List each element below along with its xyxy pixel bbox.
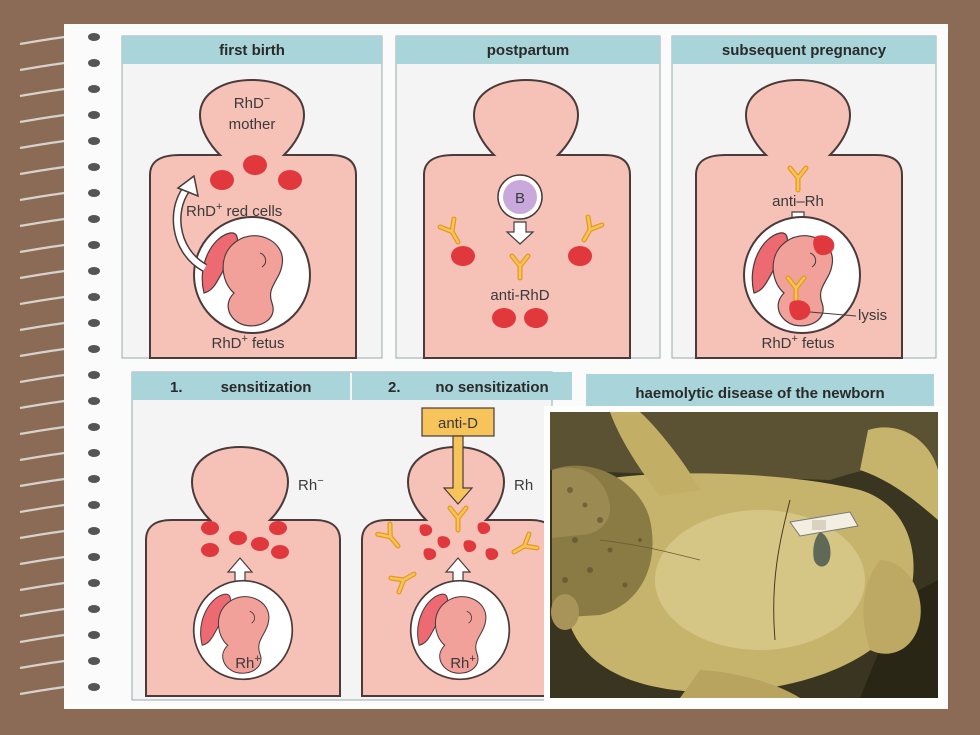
fetus-sign: + (254, 653, 260, 665)
red-cell (451, 246, 475, 266)
panel-header (122, 36, 382, 64)
mother-label: Rh (514, 477, 533, 494)
cells-sign: + (216, 201, 222, 213)
lysis-label: lysis (858, 307, 887, 324)
mother-body (423, 78, 631, 359)
panel-title: subsequent pregnancy (722, 42, 887, 59)
panel-first-birth: first birth RhD− mother RhD+red cells Rh… (121, 35, 383, 359)
binding-holes (88, 33, 100, 691)
panel-header (672, 36, 936, 64)
mother-label: Rh (298, 477, 317, 494)
svg-text:RhD+fetus: RhD+ fetus (762, 333, 835, 352)
antibody-label: anti–Rh (772, 193, 824, 210)
panel-subsequent-pregnancy: subsequent pregnancy anti–Rh lysis RhD+ f… (671, 35, 937, 359)
panel-postpartum: postpartum B anti-RhD (395, 35, 661, 359)
newborn-photo (544, 406, 944, 704)
fetus-label: RhD (212, 335, 242, 352)
panel-header (586, 374, 934, 408)
antibody-label: anti-RhD (490, 287, 549, 304)
panel-header (352, 372, 572, 400)
red-cell (243, 155, 267, 175)
anti-d-box (421, 407, 495, 437)
red-cell (271, 545, 289, 559)
red-cell (524, 308, 548, 328)
fetus-word: fetus (252, 335, 285, 352)
mother-label: RhD (234, 95, 264, 112)
panel-header (396, 36, 660, 64)
svg-text:Rh+: Rh+ (235, 653, 261, 672)
cells-word: red cells (226, 203, 282, 220)
panel-title: postpartum (487, 42, 570, 59)
red-cell (269, 521, 287, 535)
red-cell (201, 521, 219, 535)
red-cell (278, 170, 302, 190)
panel-number: 1. (170, 379, 183, 396)
panel-title: sensitization (221, 379, 312, 396)
b-cell-label: B (515, 190, 525, 207)
red-cell (201, 543, 219, 557)
injection-arrow (442, 435, 474, 505)
svg-text:RhD−: RhD− (234, 93, 270, 112)
lysis-pointer (809, 311, 857, 317)
panel-title: no sensitization (435, 379, 548, 396)
fetus-word: fetus (802, 335, 835, 352)
svg-text:RhD+fetus: RhD+ fetus (212, 333, 285, 352)
mother-sign: − (264, 93, 270, 105)
panel-header (132, 372, 350, 400)
svg-text:Rh+: Rh+ (450, 653, 476, 672)
fetus-label: RhD (762, 335, 792, 352)
fetus-sign: + (792, 333, 798, 345)
fetus-label: Rh (235, 655, 254, 672)
down-arrow (505, 221, 535, 245)
svg-text:RhD+red cells: RhD+ red cells (186, 201, 282, 220)
injection-label: anti-D (438, 415, 478, 432)
svg-text:Rh−: Rh− (298, 475, 324, 494)
fetus-sign: + (242, 333, 248, 345)
red-cell (251, 537, 269, 551)
panel-no-sensitization: 2. no sensitization anti-D Rh Rh+ (352, 372, 572, 697)
panel-title: first birth (219, 42, 285, 59)
panel-title: haemolytic disease of the newborn (635, 385, 884, 402)
fetus-sign: + (469, 653, 475, 665)
red-cell (492, 308, 516, 328)
mother-sign: − (317, 475, 323, 487)
red-cell (568, 246, 592, 266)
red-cell (229, 531, 247, 545)
panel-number: 2. (388, 379, 401, 396)
panel-hdn: haemolytic disease of the newborn (586, 374, 934, 408)
fetus-label: Rh (450, 655, 469, 672)
fetus (193, 216, 311, 334)
cells-label: RhD (186, 203, 216, 220)
red-cell (210, 170, 234, 190)
mother-word: mother (229, 116, 276, 133)
